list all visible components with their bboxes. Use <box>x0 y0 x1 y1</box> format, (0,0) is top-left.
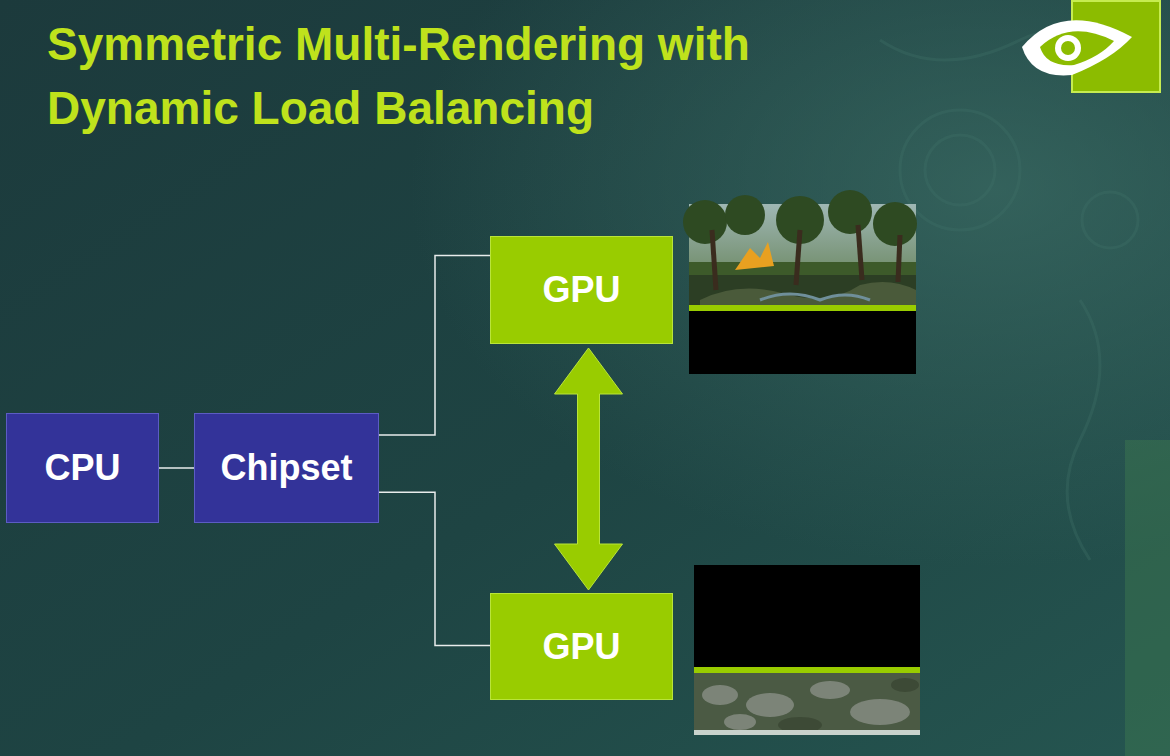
bus-line <box>379 255 490 435</box>
bus-line <box>379 492 490 645</box>
render-screenshot <box>683 190 917 374</box>
node-label: GPU <box>542 626 620 668</box>
title: Symmetric Multi-Rendering with Dynamic L… <box>47 12 837 140</box>
render-screenshot <box>694 565 920 735</box>
gpu-box: GPU <box>490 593 673 700</box>
node-label: Chipset <box>220 447 352 489</box>
double-arrow <box>555 348 623 590</box>
gpu-box: GPU <box>490 236 673 344</box>
logo <box>1022 1 1160 92</box>
node-label: GPU <box>542 269 620 311</box>
node-label: CPU <box>44 447 120 489</box>
processor-box: CPU <box>6 413 159 523</box>
chipset-box: Chipset <box>194 413 379 523</box>
bus-line <box>159 467 194 469</box>
